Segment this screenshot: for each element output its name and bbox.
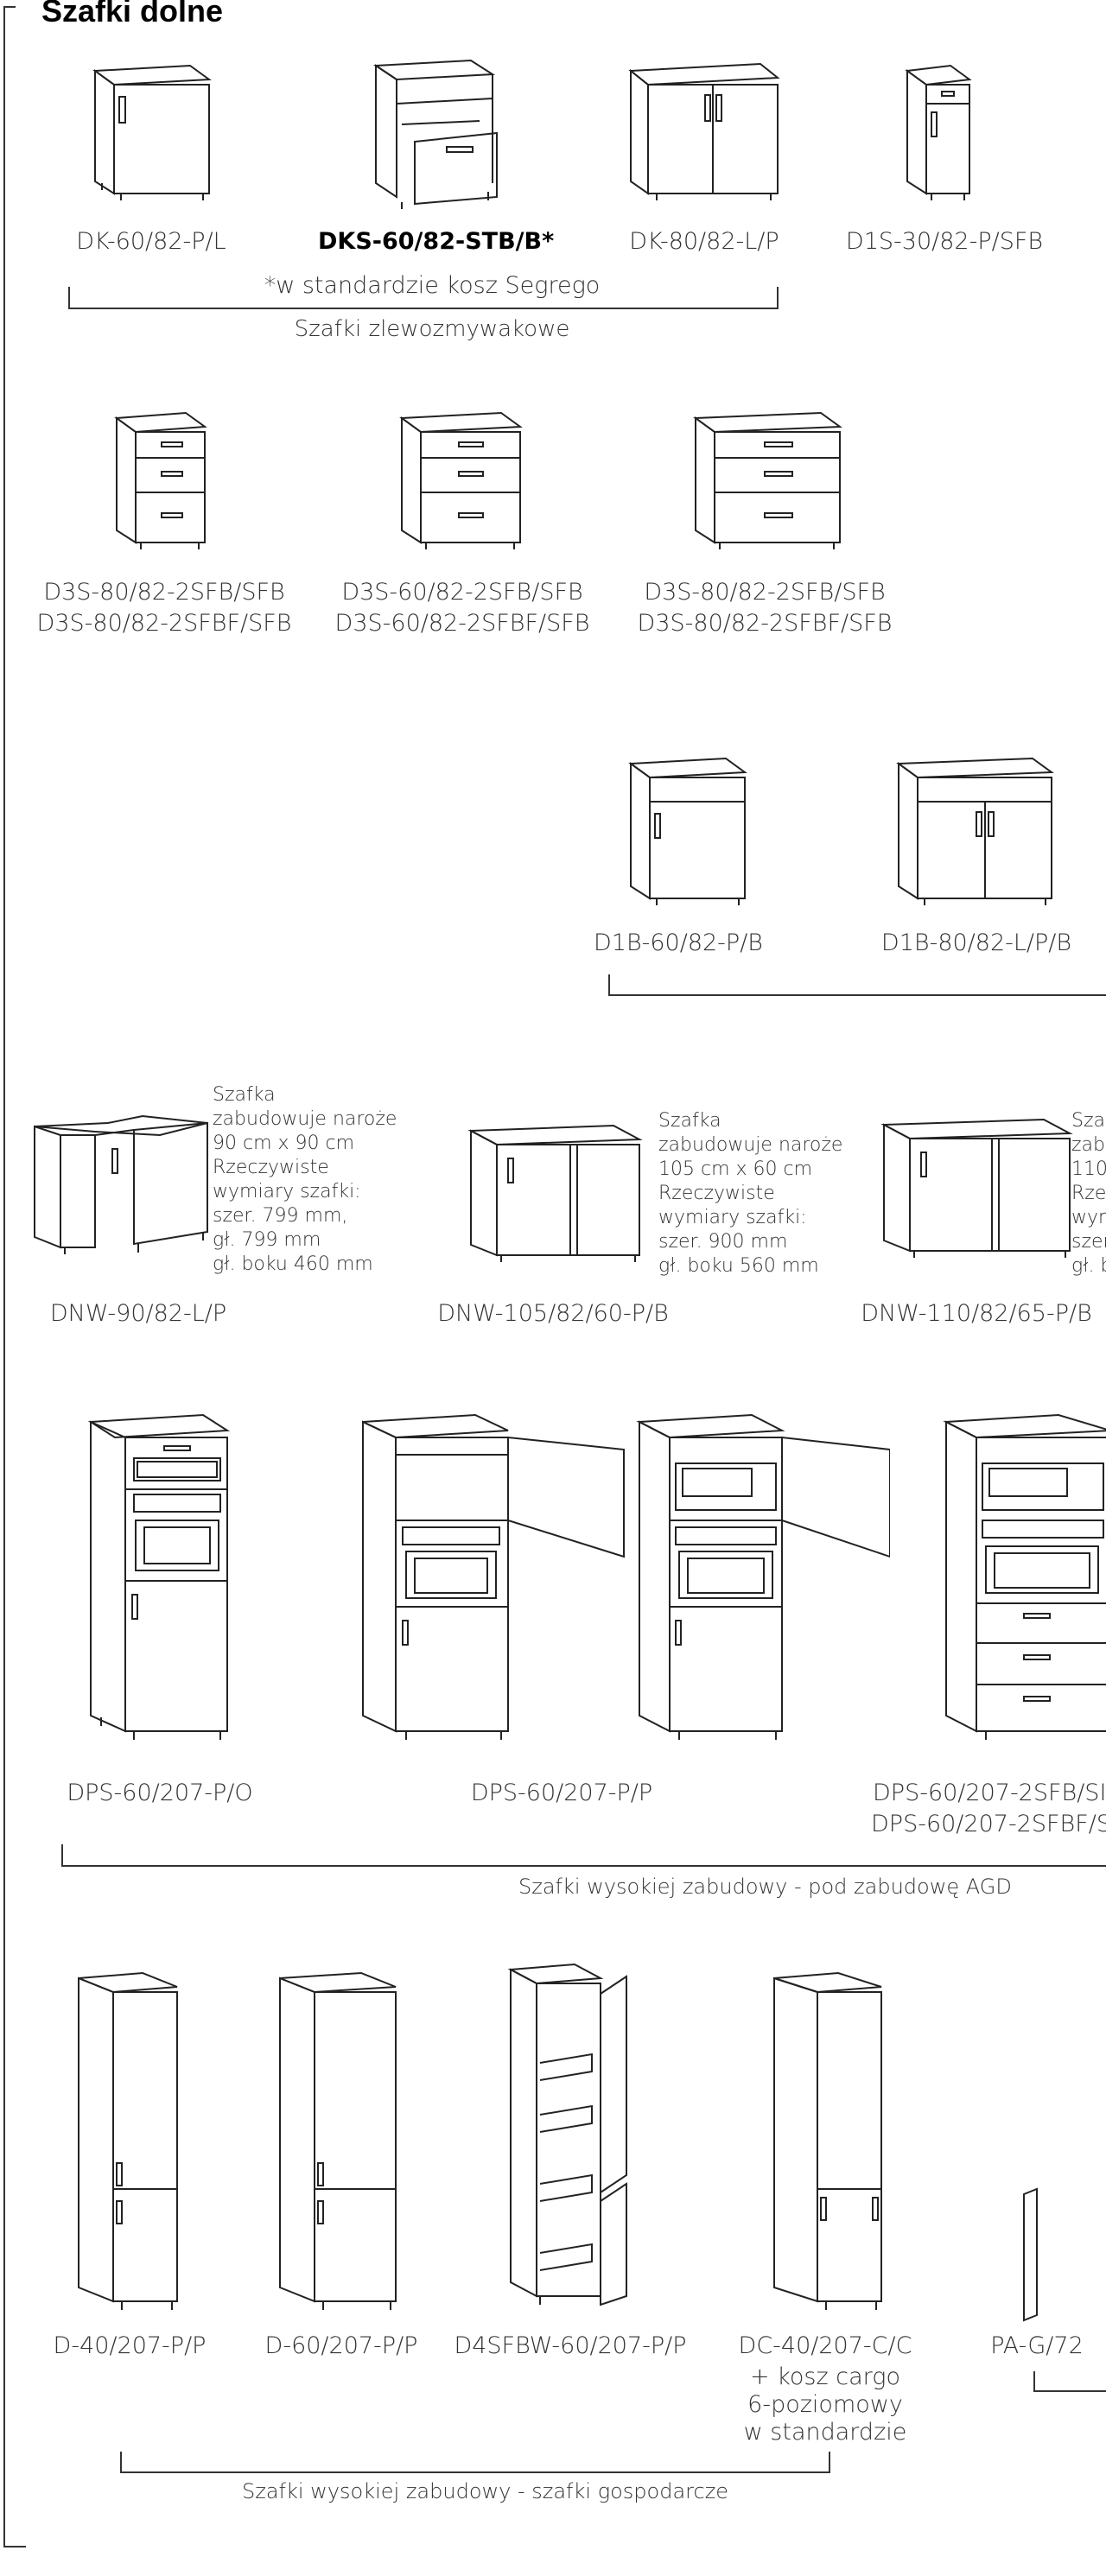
corner-note-1: Szafka zabudowuje naroże 90 cm x 90 cm R…	[213, 1084, 397, 1275]
drawer-item-1-label-line1: D3S-80/82-2SFB/SFB	[43, 579, 285, 606]
sink-note: *w standardzie kosz Segrego	[264, 272, 601, 299]
cabinet-dnw-105-image	[467, 1124, 643, 1262]
agd-item-3-label-line1: DPS-60/207-2SFB/SI	[873, 1780, 1106, 1806]
cabinet-d1s-30-image	[905, 64, 972, 200]
util-item-2-label: D-60/207-P/P	[264, 2332, 418, 2359]
cabinet-dps-60-po-image	[87, 1413, 231, 1740]
util-dc-note-line2: 6-poziomowy	[747, 2391, 903, 2418]
drawer-item-2-label-line2: D3S-60/82-2SFBF/SFB	[334, 610, 590, 637]
agd-item-3-label-line2: DPS-60/207-2SFBF/S	[871, 1811, 1106, 1837]
drawer-item-3-label-line1: D3S-80/82-2SFB/SFB	[644, 579, 886, 606]
cabinet-d3s-60-image	[399, 411, 523, 549]
d1b-item-1-label: D1B-60/82-P/B	[593, 930, 763, 956]
agd-group-label: Szafki wysokiej zabudowy - pod zabudowę …	[518, 1875, 1012, 1899]
cabinet-dnw-110-image	[880, 1118, 1073, 1258]
util-group-label: Szafki wysokiej zabudowy - szafki gospod…	[242, 2479, 729, 2503]
cabinet-d3s-80-image	[114, 411, 207, 549]
util-dc-note-line3: w standardzie	[743, 2419, 907, 2446]
sink-group-label: Szafki zlewozmywakowe	[294, 316, 570, 342]
cabinet-dps-60-2sfb-image	[943, 1413, 1106, 1740]
sink-item-1-label: DK-60/82-P/L	[76, 228, 226, 255]
corner-note-2: Szafka zabudowuje naroże 105 cm x 60 cm …	[658, 1110, 843, 1277]
cabinet-dc-40-image	[773, 1971, 882, 2310]
panel-pa-g-72-image	[1023, 2187, 1038, 2322]
cabinet-dps-60-pp-image	[362, 1413, 625, 1740]
agd-item-1-label: DPS-60/207-P/O	[67, 1780, 253, 1806]
sink-item-2-label: DKS-60/82-STB/B*	[318, 228, 555, 255]
cabinet-d1b-80-image	[896, 757, 1054, 905]
util-item-3-label: D4SFBW-60/207-P/P	[454, 2332, 687, 2359]
util-item-1-label: D-40/207-P/P	[53, 2332, 207, 2359]
cabinet-d4sfbw-image	[507, 1963, 627, 2306]
drawer-item-3-label-line2: D3S-80/82-2SFBF/SFB	[637, 610, 893, 637]
drawer-item-1-label-line2: D3S-80/82-2SFBF/SFB	[36, 610, 292, 637]
cabinet-d-40-image	[78, 1971, 178, 2310]
cabinet-d-60-image	[279, 1971, 397, 2310]
cabinet-dk-60-image	[92, 64, 212, 200]
cabinet-dk-80-image	[628, 62, 780, 200]
cabinet-d1b-60-image	[628, 757, 747, 905]
corner-item-1-label: DNW-90/82-L/P	[49, 1300, 227, 1327]
util-item-4-label: DC-40/207-C/C	[738, 2332, 912, 2359]
d1b-item-2-label: D1B-80/82-L/P/B	[880, 930, 1072, 956]
util-dc-note-line1: + kosz cargo	[750, 2363, 900, 2390]
sink-item-3-label: DK-80/82-L/P	[629, 228, 779, 255]
corner-item-2-label: DNW-105/82/60-P/B	[437, 1300, 669, 1327]
cabinet-dnw-90-image	[34, 1114, 208, 1254]
sink-item-4-label: D1S-30/82-P/SFB	[845, 228, 1044, 255]
util-item-5-label: PA-G/72	[990, 2332, 1084, 2359]
drawer-item-2-label-line1: D3S-60/82-2SFB/SFB	[341, 579, 583, 606]
corner-note-3: Sza zab 110 Rze wym szer gł. b	[1071, 1110, 1106, 1277]
cabinet-d3s-80b-image	[693, 411, 842, 549]
page-title: Szafki dolne	[41, 0, 224, 29]
corner-item-3-label: DNW-110/82/65-P/B	[861, 1300, 1092, 1327]
agd-item-2-label: DPS-60/207-P/P	[470, 1780, 653, 1806]
cabinet-dks-60-image	[372, 59, 498, 209]
cabinet-dps-60-pp2-image	[636, 1413, 890, 1740]
